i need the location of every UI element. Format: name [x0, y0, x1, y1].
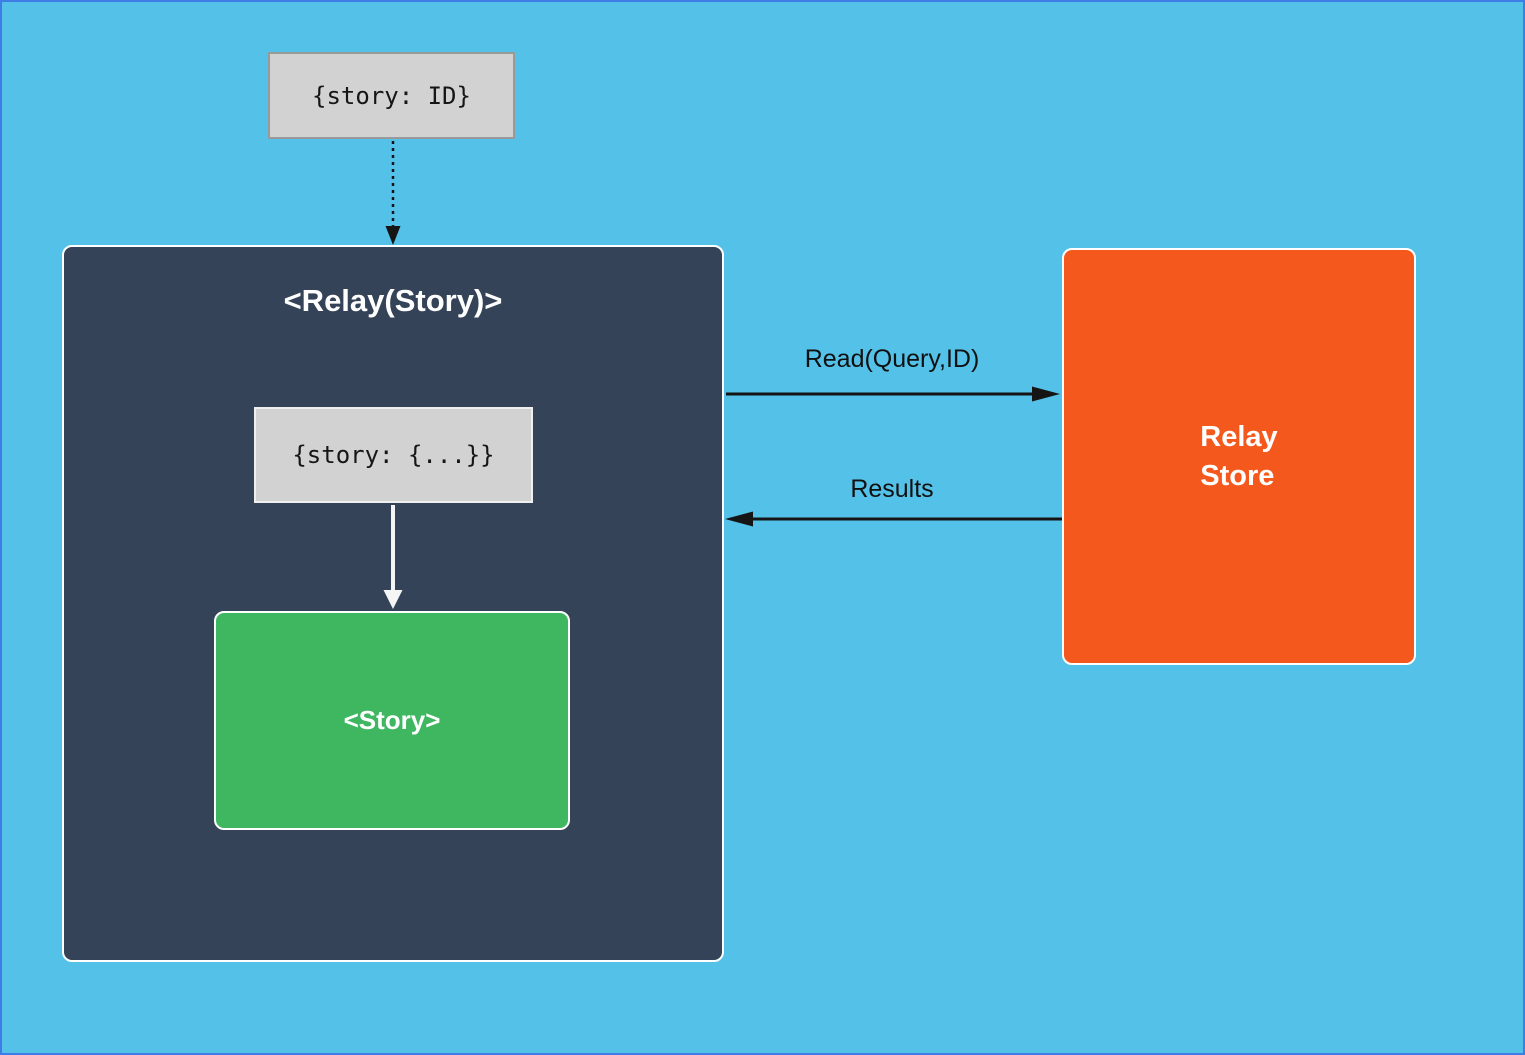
results-arrow-label: Results: [850, 475, 934, 503]
results-arrow: [725, 511, 1062, 527]
relay-store-label: Relay Store: [1200, 420, 1278, 492]
query-arrow: [385, 141, 401, 245]
resolved-props-label: {story: {...}}: [292, 441, 495, 469]
resolved-props-box: {story: {...}}: [254, 407, 533, 503]
story-component-box: <Story>: [214, 611, 570, 830]
query-props-label: {story: ID}: [312, 81, 471, 110]
relay-store-box: Relay Store: [1062, 248, 1416, 665]
read-arrow: [726, 386, 1060, 402]
query-props-box: {story: ID}: [268, 52, 515, 139]
relay-component-title: <Relay(Story)>: [283, 283, 503, 318]
read-arrow-label: Read(Query,ID): [804, 345, 980, 373]
story-component-label: <Story>: [343, 705, 441, 735]
relay-component-box: <Relay(Story)> {story: {...}} <Story>: [62, 245, 724, 962]
